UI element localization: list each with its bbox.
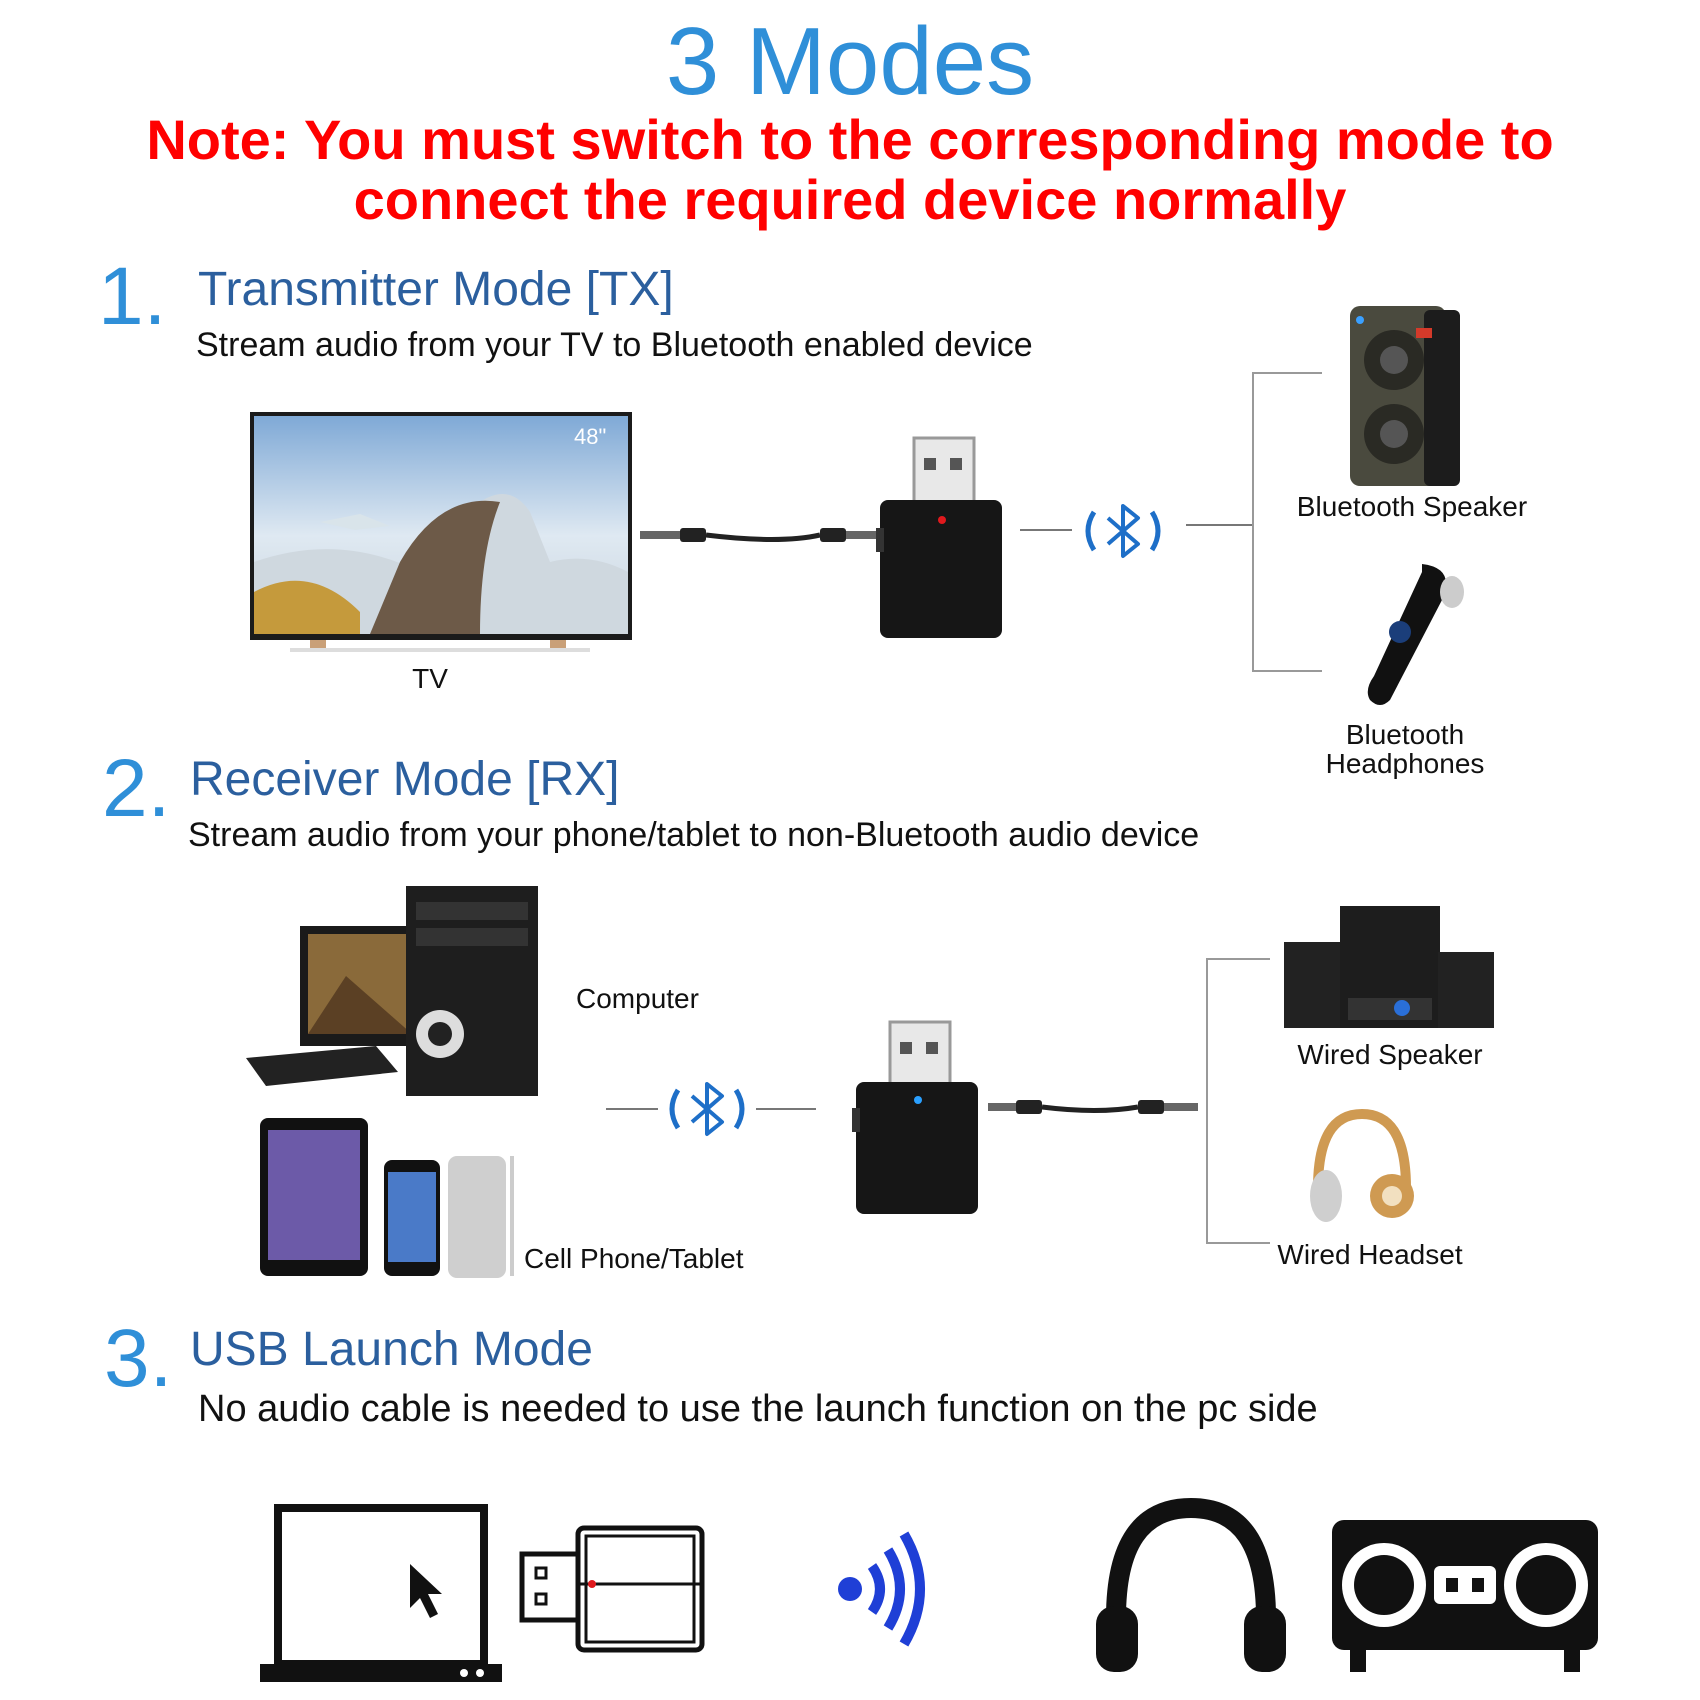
bluetooth-icon [1085,504,1161,558]
mode-1-title: Transmitter Mode [TX] [198,263,674,316]
wired-headset-image [1300,1108,1420,1228]
mode-3-title: USB Launch Mode [190,1323,593,1376]
audio-cable-tx [640,528,880,542]
usb-adapter-icon [519,1525,705,1653]
audio-cable-rx [988,1100,1198,1114]
connector-line [756,1108,816,1110]
laptop-icon [260,1504,502,1682]
connector-line [606,1108,658,1110]
bracket-line [1206,958,1208,1244]
bracket-line [1252,372,1254,672]
bluetooth-icon [669,1082,745,1136]
tablet-phones-image [258,1116,518,1278]
mode-2-description: Stream audio from your phone/tablet to n… [188,816,1200,854]
usb-adapter-tx [876,436,1006,640]
mode-1-description: Stream audio from your TV to Bluetooth e… [196,326,1033,364]
wired-speaker-image [1282,902,1496,1032]
mode-2-title: Receiver Mode [RX] [190,753,620,806]
tv-size-badge: 48" [574,424,607,449]
mode-1-number: 1. [98,251,167,342]
bracket-line [1252,670,1322,672]
tv-image [250,412,632,654]
bluetooth-headphones-label: Bluetooth Headphones [1325,719,1485,780]
mode-3-number: 3. [104,1313,173,1404]
page-title: 3 Modes [665,8,1035,115]
wireless-signal-icon [838,1531,925,1647]
bluetooth-headset-image [1360,560,1470,710]
mode-2-number: 2. [102,743,171,834]
cell-phone-tablet-label: Cell Phone/Tablet [524,1243,744,1274]
note-text: Note: You must switch to the correspondi… [0,110,1700,230]
wired-headset-label: Wired Headset [1277,1239,1463,1270]
connector-line [1186,524,1252,526]
mode-3-description: No audio cable is needed to use the laun… [198,1388,1318,1430]
bracket-line [1252,372,1322,374]
usb-adapter-rx [852,1020,982,1216]
headphones-icon [1096,1497,1286,1672]
wired-speaker-label: Wired Speaker [1297,1039,1483,1070]
bluetooth-speaker-image [1346,298,1466,490]
computer-label: Computer [576,983,699,1014]
note-line-1: Note: You must switch to the correspondi… [146,108,1554,171]
note-line-2: connect the required device normally [353,168,1347,231]
boombox-icon [1332,1520,1598,1672]
bracket-line [1206,958,1270,960]
bluetooth-speaker-label: Bluetooth Speaker [1296,491,1528,522]
bracket-line [1206,1242,1270,1244]
connector-line [1020,529,1072,531]
computer-image [246,886,546,1102]
tv-label: TV [412,663,448,694]
